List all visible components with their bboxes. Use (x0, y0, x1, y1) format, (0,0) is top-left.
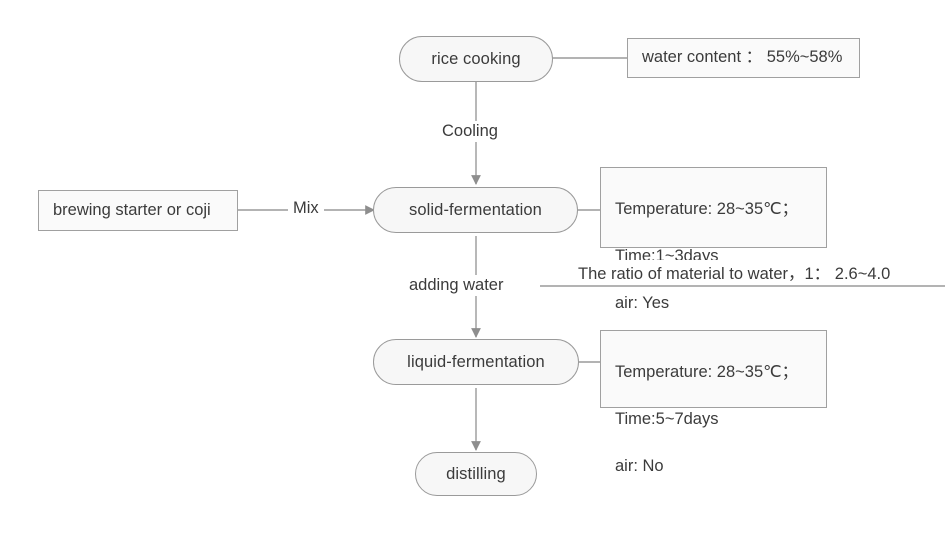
solid-condition-air: air: Yes (615, 294, 670, 313)
box-brewing-starter-label: brewing starter or coji (53, 200, 211, 219)
box-brewing-starter[interactable]: brewing starter or coji (38, 190, 238, 231)
edge-label-mix: Mix (288, 198, 324, 219)
liquid-condition-time: Time:5~7days (615, 410, 719, 429)
edge-label-adding-water: adding water (404, 275, 509, 296)
node-rice-cooking-label: rice cooking (431, 49, 521, 68)
node-rice-cooking[interactable]: rice cooking (399, 36, 553, 82)
box-water-content-text: water content ： 55%~58% (642, 48, 843, 67)
liquid-condition-temperature: Temperature: 28~35℃； (615, 363, 799, 382)
edge-label-cooling: Cooling (437, 121, 503, 142)
node-distilling-label: distilling (446, 464, 506, 483)
node-solid-fermentation[interactable]: solid-fermentation (373, 187, 578, 233)
edge-label-mix-text: Mix (293, 199, 319, 217)
edge-label-adding-water-text: adding water (409, 276, 504, 294)
node-solid-fermentation-label: solid-fermentation (409, 200, 542, 219)
note-material-water-ratio: The ratio of material to water，1： 2.6~4.… (578, 260, 891, 284)
node-distilling[interactable]: distilling (415, 452, 537, 496)
note-material-water-ratio-text: The ratio of material to water，1： 2.6~4.… (578, 265, 891, 283)
box-solid-fermentation-conditions: Temperature: 28~35℃； Time:1~3days air: Y… (600, 167, 827, 312)
box-water-content: water content ： 55%~58% (627, 38, 860, 78)
node-liquid-fermentation-label: liquid-fermentation (407, 352, 545, 371)
solid-condition-temperature: Temperature: 28~35℃； (615, 200, 799, 219)
node-liquid-fermentation[interactable]: liquid-fermentation (373, 339, 579, 385)
box-liquid-fermentation-conditions: Temperature: 28~35℃； Time:5~7days air: N… (600, 330, 827, 475)
liquid-condition-air: air: No (615, 457, 664, 476)
edge-label-cooling-text: Cooling (442, 122, 498, 140)
